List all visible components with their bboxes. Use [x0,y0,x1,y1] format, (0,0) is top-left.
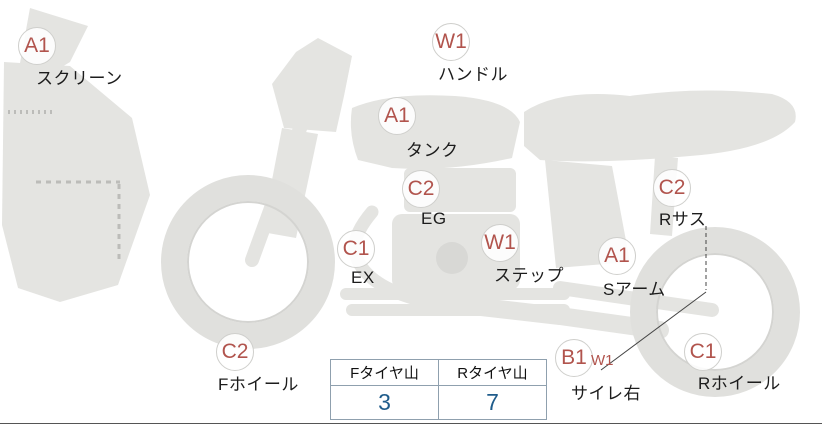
part-label-handlebar: ハンドル [438,65,508,84]
tire-table-value-row: 3 7 [330,385,547,420]
engine-case-circle [436,242,468,274]
condition-marker-rear-wheel: C1 [684,333,722,371]
part-label-swingarm: Sアーム [603,280,666,299]
condition-marker-silencer-right: B1 [555,339,593,377]
muffler-shape [411,291,669,339]
condition-code: W1 [484,231,516,254]
condition-marker-front-wheel: C2 [216,333,254,371]
wheel-rim-lines [187,201,774,371]
tire-tread-table: Fタイヤ山 Rタイヤ山 3 7 [330,359,547,420]
part-label-exhaust: EX [351,268,375,287]
tire-table-header-row: Fタイヤ山 Rタイヤ山 [330,359,547,386]
rear-tire-header: Rタイヤ山 [438,359,547,386]
condition-code: A1 [604,244,630,267]
part-label-rear-wheel: Rホイール [698,374,781,393]
condition-code: C1 [342,237,370,260]
condition-code: C2 [221,340,249,363]
part-label-rear-suspension: Rサス [659,210,707,229]
handlebar-shape [272,38,352,132]
fairing-seam-lines [8,110,121,260]
part-label-tank: タンク [406,141,459,160]
front-tire-header: Fタイヤ山 [330,359,439,386]
fairing-dashed-line [36,180,121,260]
condition-code: C2 [658,176,686,199]
condition-marker-screen: A1 [18,27,56,65]
bottom-divider [0,423,822,424]
condition-marker-engine: C2 [402,170,440,208]
silencer-leader-line [600,291,707,371]
part-label-step: ステップ [494,266,564,285]
condition-code: A1 [384,104,410,127]
condition-marker-step: W1 [481,224,519,262]
part-label-screen: スクリーン [36,69,123,88]
condition-marker-exhaust: C1 [337,230,375,268]
condition-marker-swingarm: A1 [598,237,636,275]
condition-code: C1 [689,340,717,363]
seat-shape [524,90,796,162]
front-wheel-shape [161,175,335,349]
condition-marker-tank: A1 [378,97,416,135]
rear-wheel-shape [630,227,800,397]
front-tire-tread-value: 3 [330,385,439,420]
annotation-lines [600,226,707,371]
condition-code-secondary-silencer: W1 [591,352,614,369]
wheel-shapes [161,175,800,397]
bike-body-shapes [2,8,796,316]
condition-marker-handlebar: W1 [432,23,470,61]
condition-code: B1 [561,346,587,369]
part-label-front-wheel: Fホイール [218,375,299,394]
condition-code: W1 [435,30,467,53]
rear-tire-tread-value: 7 [438,385,547,420]
part-label-silencer-right: サイレ右 [571,384,641,403]
rear-rim-line [656,253,774,371]
front-rim-line [187,201,309,323]
condition-code: A1 [24,34,50,57]
condition-code: C2 [407,177,435,200]
condition-marker-rear-suspension: C2 [653,169,691,207]
part-label-engine: EG [421,209,447,228]
